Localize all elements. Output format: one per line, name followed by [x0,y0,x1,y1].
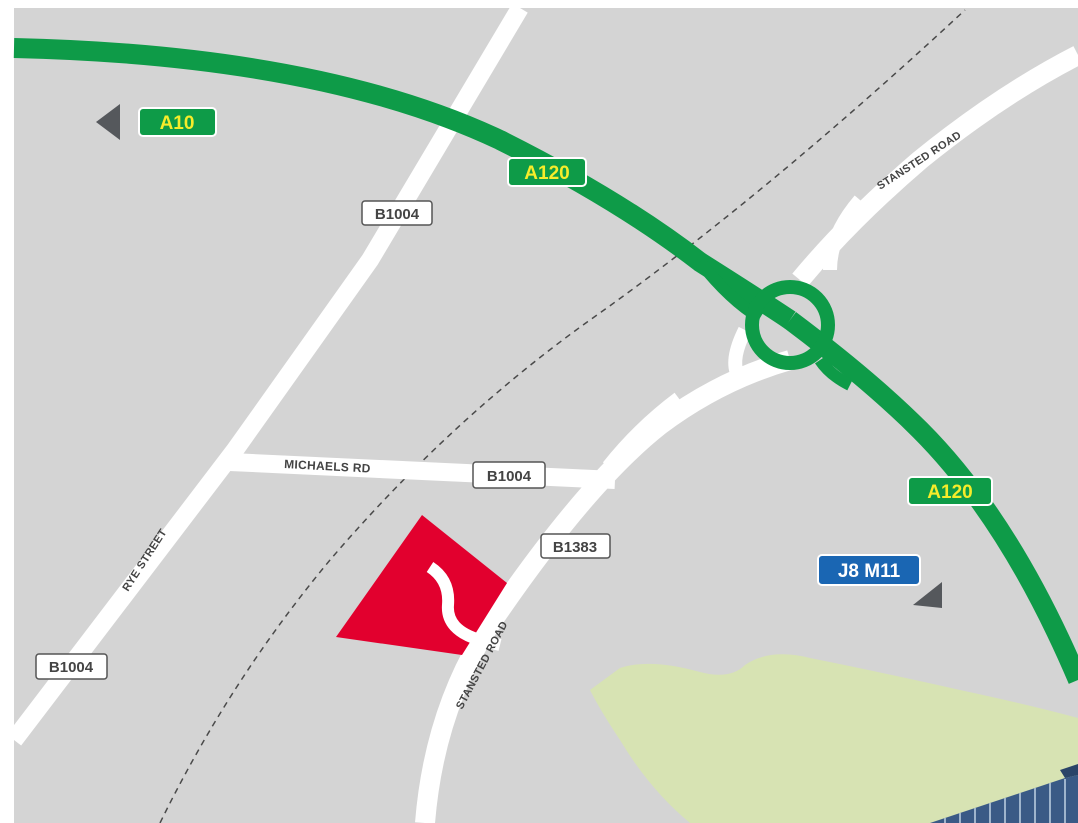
badge-a120-right: A120 [907,476,993,506]
railway-line [159,9,966,823]
badge-b1004-left-text: B1004 [49,659,94,676]
badge-b1004-top: B1004 [361,200,433,226]
badge-a120-top: A120 [507,157,587,187]
badge-b1383-text: B1383 [553,539,597,556]
badge-b1383: B1383 [540,533,611,559]
badge-b1004-top-text: B1004 [375,206,420,223]
site-plot[interactable] [336,515,507,655]
stansted-road-south [415,350,793,823]
badge-j8-m11: J8 M11 [817,554,921,586]
badge-a120-right-text: A120 [927,482,972,503]
badge-b1004-mid-text: B1004 [487,468,532,485]
local-roads [6,3,1078,823]
michaels-rd-road [229,453,616,489]
badge-b1004-left: B1004 [35,653,108,680]
arrow-left-icon [96,104,120,140]
building [930,764,1078,823]
badge-a10: A10 [138,107,217,137]
badge-a120-top-text: A120 [524,163,569,184]
road-label-michaels-rd: MICHAELS RD [284,457,371,476]
badge-j8-m11-text: J8 M11 [838,561,901,582]
badge-b1004-mid: B1004 [472,461,546,489]
rye-street-road [6,3,528,746]
site-access-road [426,561,502,651]
arrow-southeast-icon [913,582,942,608]
a120-road [13,38,1078,684]
green-area [590,654,1078,823]
badge-a10-text: A10 [160,113,195,134]
